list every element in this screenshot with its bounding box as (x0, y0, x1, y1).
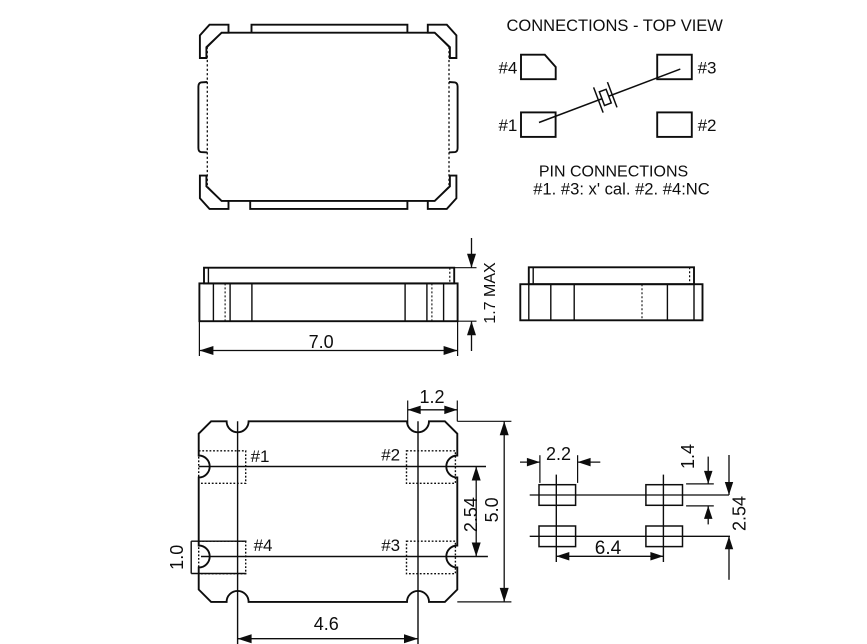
svg-text:#1. #3: x' cal. #2. #4:NC: #1. #3: x' cal. #2. #4:NC (533, 179, 710, 198)
svg-text:#3: #3 (698, 59, 717, 78)
svg-text:5.0: 5.0 (482, 497, 502, 522)
svg-text:PIN CONNECTIONS: PIN CONNECTIONS (539, 164, 688, 181)
svg-text:#2: #2 (698, 116, 717, 135)
svg-text:#4: #4 (254, 536, 273, 555)
svg-text:#1: #1 (251, 447, 270, 466)
svg-text:#1: #1 (498, 116, 517, 135)
svg-text:1.7 MAX: 1.7 MAX (482, 262, 499, 324)
svg-text:1.4: 1.4 (678, 444, 698, 469)
svg-text:7.0: 7.0 (309, 332, 334, 352)
svg-text:4.6: 4.6 (314, 614, 339, 634)
svg-text:6.4: 6.4 (595, 538, 622, 559)
svg-text:2.54: 2.54 (730, 496, 750, 531)
svg-text:CONNECTIONS - TOP VIEW: CONNECTIONS - TOP VIEW (507, 17, 724, 35)
svg-text:#4: #4 (498, 59, 517, 78)
svg-text:#2: #2 (381, 445, 400, 464)
svg-text:1.0: 1.0 (167, 545, 187, 570)
svg-text:1.2: 1.2 (419, 387, 444, 407)
svg-text:#3: #3 (381, 536, 400, 555)
svg-text:2.54: 2.54 (461, 497, 481, 532)
svg-text:2.2: 2.2 (546, 444, 571, 464)
